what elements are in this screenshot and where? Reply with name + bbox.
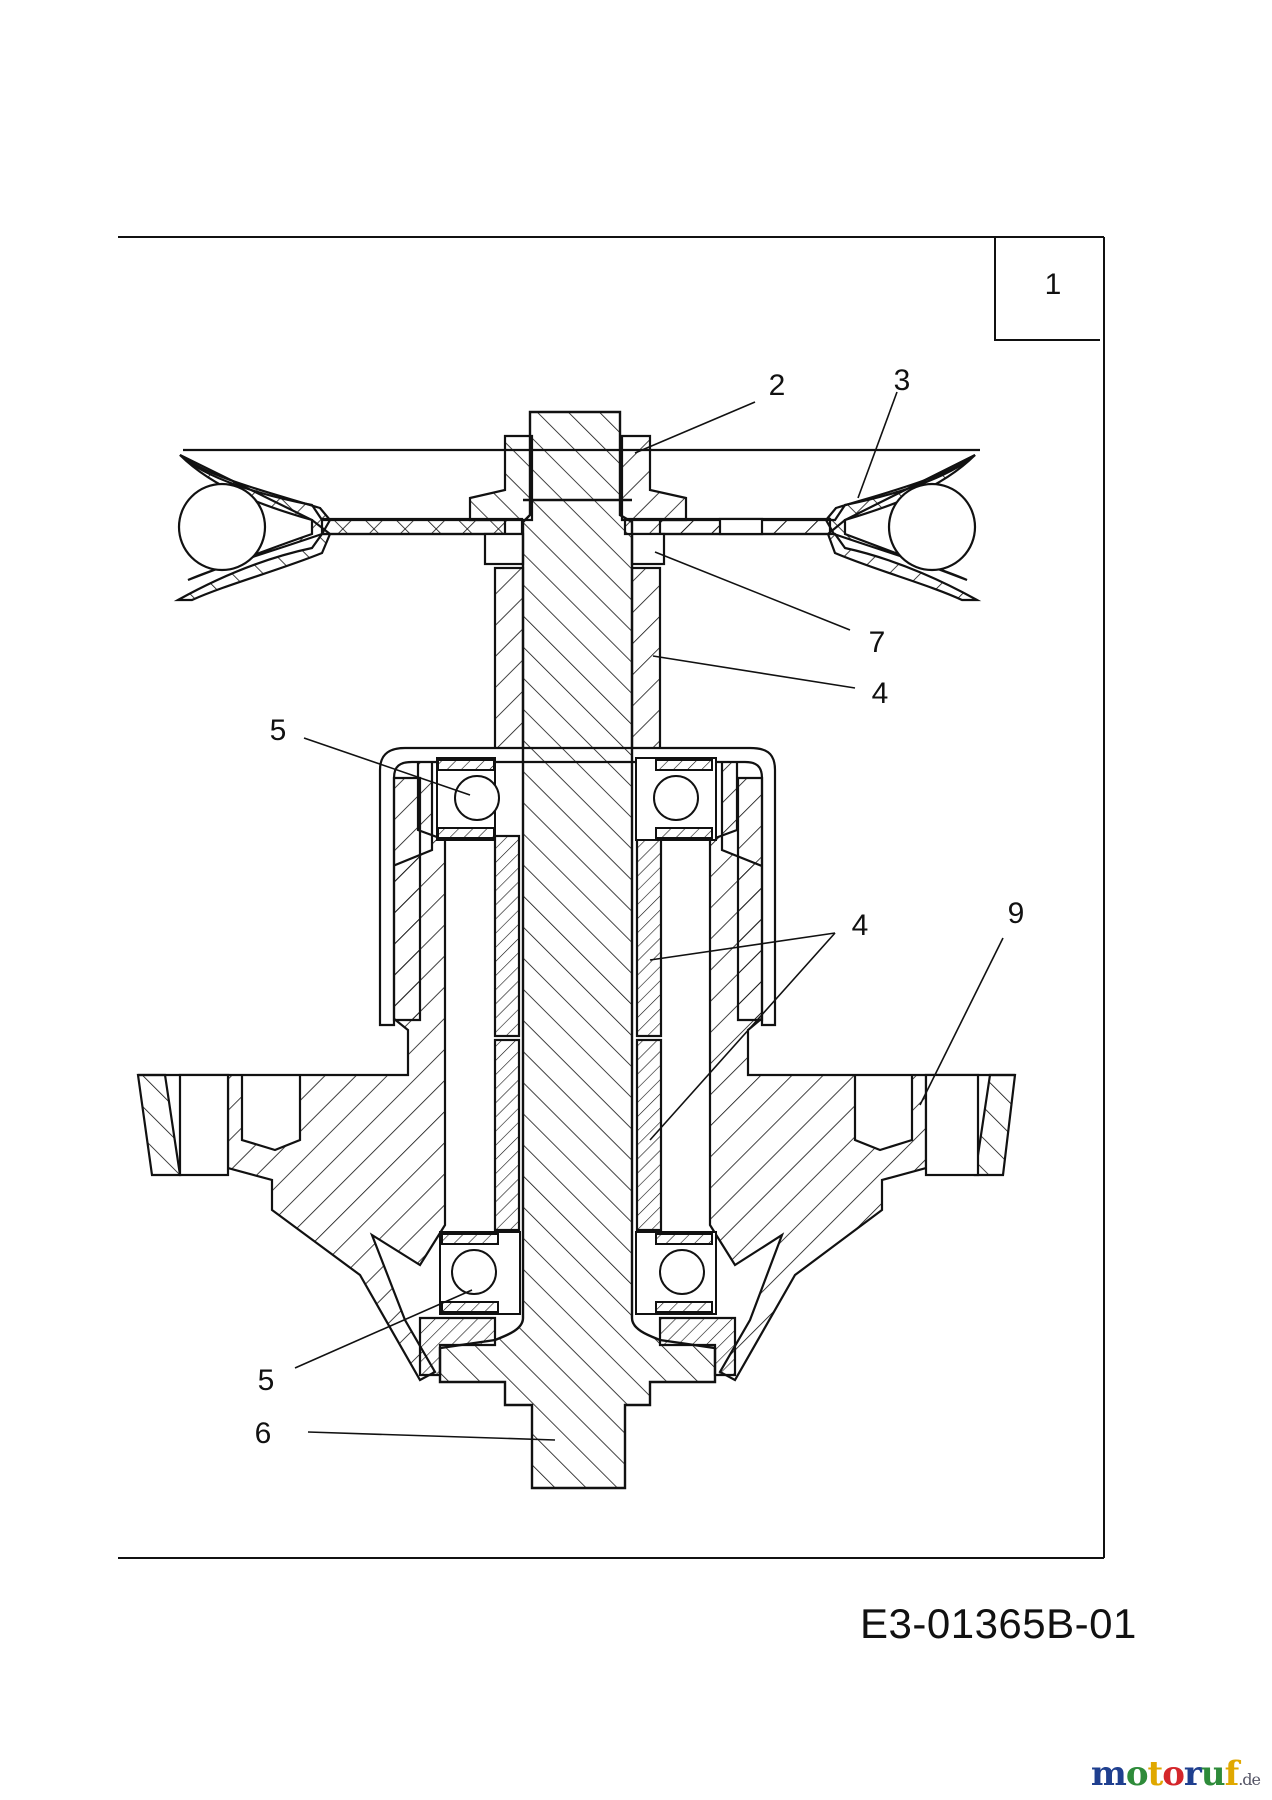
bearing-cap — [378, 746, 777, 1027]
lower-bearings — [439, 1231, 717, 1315]
callout-3: 3 — [894, 364, 911, 397]
callout-4-upper: 4 — [872, 677, 889, 710]
callout-6: 6 — [255, 1417, 272, 1450]
spindle-housing — [136, 758, 1017, 1382]
watermark-letter: t — [1147, 1754, 1164, 1794]
callout-4-lower: 4 — [852, 909, 869, 942]
belt-section — [177, 482, 977, 572]
watermark-letter: m — [1090, 1754, 1127, 1794]
spindle-shaft — [438, 410, 717, 1490]
motoruf-watermark: motoruf.de — [1090, 1754, 1261, 1794]
group-number-label: 1 — [1045, 268, 1062, 301]
watermark-letter: o — [1162, 1754, 1185, 1794]
callout-5-lower: 5 — [258, 1364, 275, 1397]
upper-bearings — [436, 757, 717, 841]
watermark-letter: r — [1183, 1754, 1202, 1794]
callout-5-upper: 5 — [270, 714, 287, 747]
lower-seal — [418, 1316, 737, 1377]
watermark-text: motoruf — [1090, 1754, 1240, 1794]
watermark-letter: u — [1200, 1754, 1226, 1794]
watermark-letter: f — [1224, 1754, 1240, 1794]
watermark-letter: o — [1125, 1754, 1149, 1794]
callout-2: 2 — [769, 369, 786, 402]
callout-7: 7 — [869, 626, 886, 659]
callout-9: 9 — [1008, 897, 1025, 930]
leader-lines — [294, 391, 1004, 1441]
watermark-tld: .de — [1238, 1770, 1261, 1789]
drawing-code: E3-01365B-01 — [860, 1600, 1137, 1647]
diagram-frame — [118, 236, 1105, 1559]
callout-labels: 1 2 3 7 4 5 4 9 5 6 — [255, 268, 1062, 1450]
